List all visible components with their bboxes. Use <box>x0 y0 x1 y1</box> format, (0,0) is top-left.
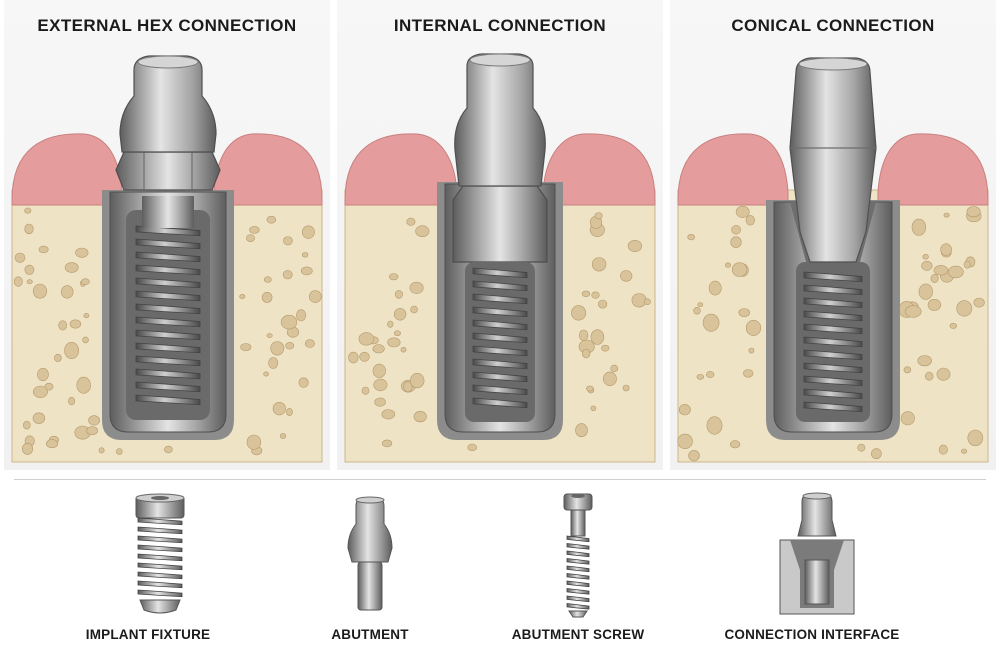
abutment-post <box>357 561 383 611</box>
abutment-cone <box>789 57 877 263</box>
panel-title-internal: INTERNAL CONNECTION <box>393 16 607 35</box>
external-hex-collar <box>115 151 221 191</box>
abutment-top <box>798 57 868 71</box>
screw-slot <box>571 494 585 498</box>
screw-shaft <box>142 196 194 228</box>
interface-inner-post <box>804 559 830 605</box>
abutment-icon <box>347 496 393 611</box>
abutment-screw-threads <box>803 271 863 413</box>
fixture-bore <box>151 496 169 500</box>
fixture-apex <box>139 599 181 614</box>
abutment-crown <box>454 53 546 187</box>
external-hex-implant-illustration <box>11 55 323 463</box>
hex-facet <box>143 152 193 190</box>
abutment-screw-threads <box>135 225 201 406</box>
screw-tip <box>568 610 588 618</box>
screw-threads <box>566 535 590 610</box>
component-label-abutment: ABUTMENT <box>331 627 409 642</box>
abutment-screw-icon <box>563 493 593 618</box>
gum-left <box>677 133 789 206</box>
conical-connection-implant-illustration <box>677 57 989 463</box>
gum-right <box>542 133 656 206</box>
implant-inner-bore <box>126 210 210 420</box>
abutment-top <box>469 53 531 67</box>
abutment-body <box>347 497 393 563</box>
internal-hex-socket <box>452 185 548 263</box>
gum-right <box>213 133 323 206</box>
panel-title-external-hex: EXTERNAL HEX CONNECTION <box>37 16 297 35</box>
fixture-threads <box>137 517 183 598</box>
internal-connection-implant-illustration <box>344 53 656 463</box>
panel-title-conical: CONICAL CONNECTION <box>731 16 935 35</box>
abutment-icon-top <box>355 496 385 504</box>
connection-interface-icon <box>779 492 855 615</box>
implant-fixture-icon <box>135 493 185 614</box>
screw-neck <box>570 509 586 537</box>
abutment-screw-threads <box>472 267 528 409</box>
abutment-top <box>137 55 199 69</box>
component-label-connection-interface: CONNECTION INTERFACE <box>724 627 900 642</box>
section-divider <box>14 479 986 480</box>
component-label-abutment-screw: ABUTMENT SCREW <box>511 627 645 642</box>
abutment-crown <box>119 55 217 153</box>
interface-abutment <box>797 493 837 537</box>
component-label-implant-fixture: IMPLANT FIXTURE <box>85 627 211 642</box>
gum-right <box>877 133 989 206</box>
interface-top <box>802 492 832 500</box>
